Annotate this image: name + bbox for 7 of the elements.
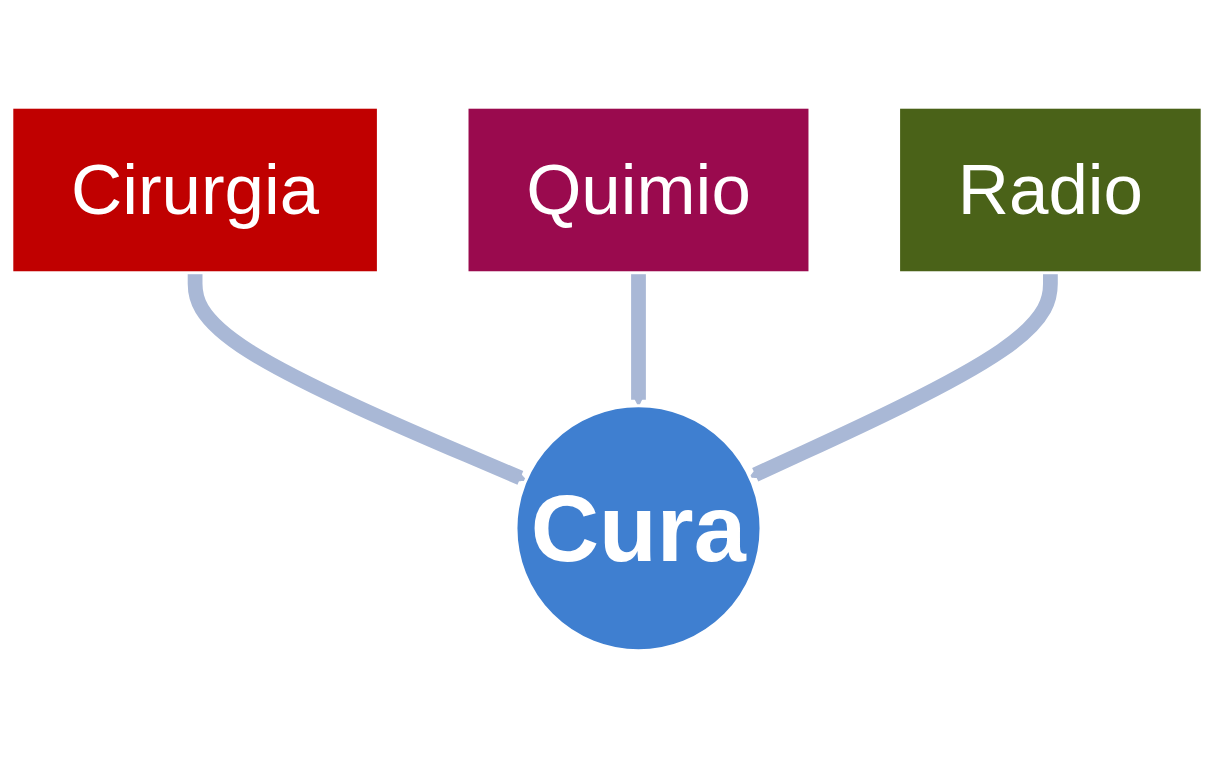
arrow <box>631 272 646 407</box>
arrow <box>749 272 1058 482</box>
node-circle: Cura <box>514 404 763 653</box>
node-box: Cirurgia <box>10 105 380 275</box>
node-box: Radio <box>897 105 1204 275</box>
node-box: Quimio <box>465 105 812 275</box>
arrow <box>187 272 527 485</box>
